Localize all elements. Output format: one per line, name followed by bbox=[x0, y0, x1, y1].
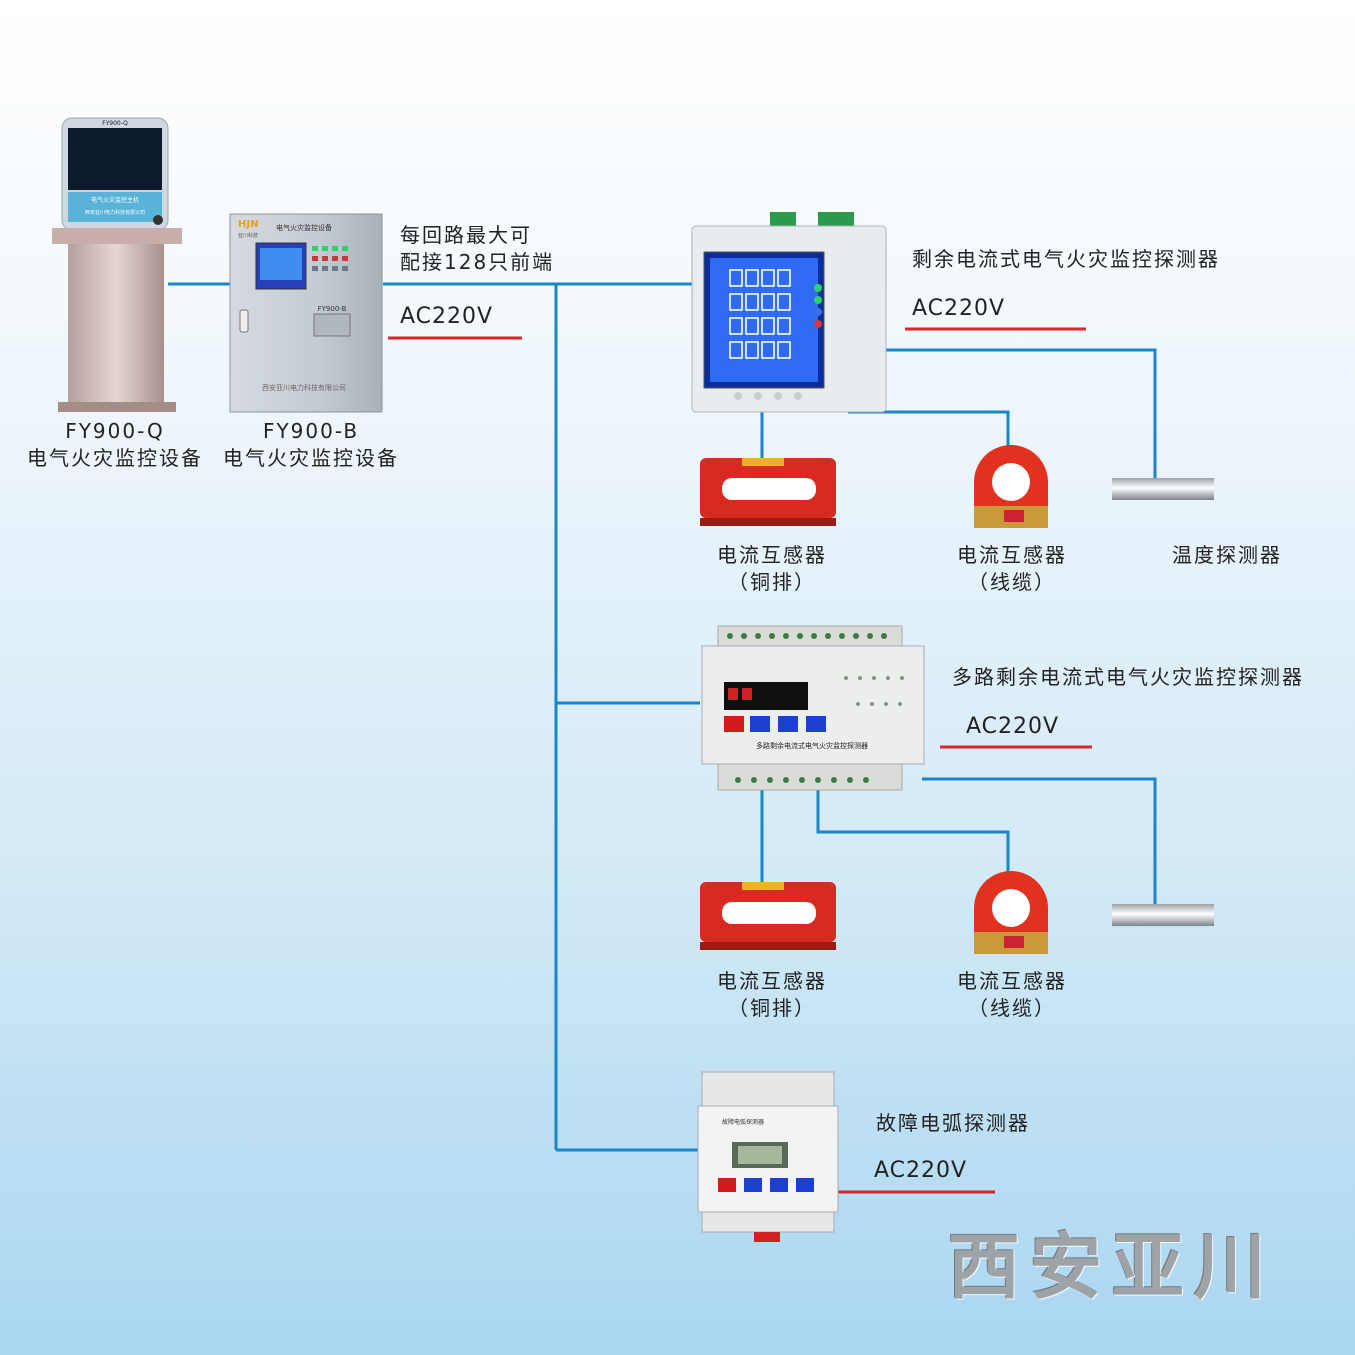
wire-temp-1 bbox=[882, 348, 1157, 478]
bus-note-line2: 配接128只前端 bbox=[400, 250, 555, 274]
det2-ct-cable-line1: 电流互感器 bbox=[957, 969, 1067, 993]
wire-ct-cable-1 bbox=[848, 410, 1010, 448]
kiosk-panel-line2: 西安亚川电力科技有限公司 bbox=[85, 209, 145, 216]
temp-probe-2-device bbox=[1112, 904, 1214, 926]
watermark: 西安亚川 bbox=[948, 1224, 1277, 1309]
cabinet-tag: FY900-B bbox=[318, 305, 347, 313]
kiosk-screen-label: FY900-Q bbox=[102, 120, 128, 127]
det1-ct-cable-line1: 电流互感器 bbox=[957, 543, 1067, 567]
det2-ct-busbar-line2: （铜排） bbox=[728, 996, 816, 1020]
detector1-power-label: AC220V bbox=[912, 296, 1006, 321]
det1-ct-busbar-line1: 电流互感器 bbox=[717, 543, 827, 567]
det2-ct-busbar-line1: 电流互感器 bbox=[717, 969, 827, 993]
detector1-device bbox=[691, 212, 887, 413]
det2-ct-busbar-label: 电流互感器 （铜排） bbox=[700, 968, 844, 1022]
bus-note-line1: 每回路最大可 bbox=[400, 223, 532, 247]
arc-detector-name: 故障电弧探测器 bbox=[876, 1111, 1030, 1135]
cabinet-brand: HJN bbox=[238, 219, 258, 230]
wire-ct-cable-2 bbox=[816, 790, 1010, 873]
kiosk-label: FY900-Q 电气火灾监控设备 bbox=[20, 418, 210, 472]
bus-note: 每回路最大可 配接128只前端 bbox=[400, 222, 554, 276]
arc-power-label: AC220V bbox=[874, 1158, 968, 1183]
ct-cable-2-device bbox=[974, 871, 1048, 954]
detector2-name: 多路剩余电流式电气火灾监控探测器 bbox=[952, 665, 1304, 689]
arc-panel-text: 故障电弧探测器 bbox=[722, 1118, 764, 1126]
detector2-panel-text: 多路剩余电流式电气火灾监控探测器 bbox=[756, 741, 868, 750]
cabinet-brand-sub: 亚川科技 bbox=[238, 232, 258, 239]
kiosk-model: FY900-Q bbox=[65, 419, 165, 443]
kiosk-device: FY900-Q 电气火灾监控主机 西安亚川电力科技有限公司 bbox=[52, 117, 182, 412]
temp-probe-label: 温度探测器 bbox=[1172, 543, 1282, 567]
detector1-name: 剩余电流式电气火灾监控探测器 bbox=[912, 247, 1220, 271]
detector2-power-label: AC220V bbox=[966, 714, 1060, 739]
ct-busbar-2-device bbox=[700, 882, 836, 950]
kiosk-panel-line1: 电气火灾监控主机 bbox=[91, 196, 139, 204]
det2-ct-cable-label: 电流互感器 （线缆） bbox=[940, 968, 1084, 1022]
det2-ct-cable-line2: （线缆） bbox=[968, 996, 1056, 1020]
cabinet-model: FY900-B bbox=[262, 419, 360, 443]
det1-ct-busbar-label: 电流互感器 （铜排） bbox=[700, 542, 844, 596]
cabinet-desc: 电气火灾监控设备 bbox=[223, 446, 399, 470]
detector2-device: 多路剩余电流式电气火灾监控探测器 bbox=[701, 625, 925, 791]
wire-temp-2 bbox=[922, 777, 1157, 906]
det1-ct-busbar-line2: （铜排） bbox=[728, 570, 816, 594]
cabinet-label: FY900-B 电气火灾监控设备 bbox=[214, 418, 408, 472]
cabinet-footer: 西安亚川电力科技有限公司 bbox=[262, 383, 346, 392]
arc-detector-device: 故障电弧探测器 bbox=[697, 1071, 839, 1242]
ct-busbar-1-device bbox=[700, 458, 836, 526]
cabinet-device: HJN 亚川科技 电气火灾监控设备 FY900-B 西安亚川电力科技有限公司 bbox=[229, 213, 383, 413]
temp-probe-1-device bbox=[1112, 478, 1214, 500]
kiosk-desc: 电气火灾监控设备 bbox=[27, 446, 203, 470]
det1-ct-cable-label: 电流互感器 （线缆） bbox=[940, 542, 1084, 596]
cabinet-title: 电气火灾监控设备 bbox=[276, 223, 332, 232]
det1-ct-cable-line2: （线缆） bbox=[968, 570, 1056, 594]
bus-power-label: AC220V bbox=[400, 304, 494, 329]
ct-cable-1-device bbox=[974, 445, 1048, 528]
